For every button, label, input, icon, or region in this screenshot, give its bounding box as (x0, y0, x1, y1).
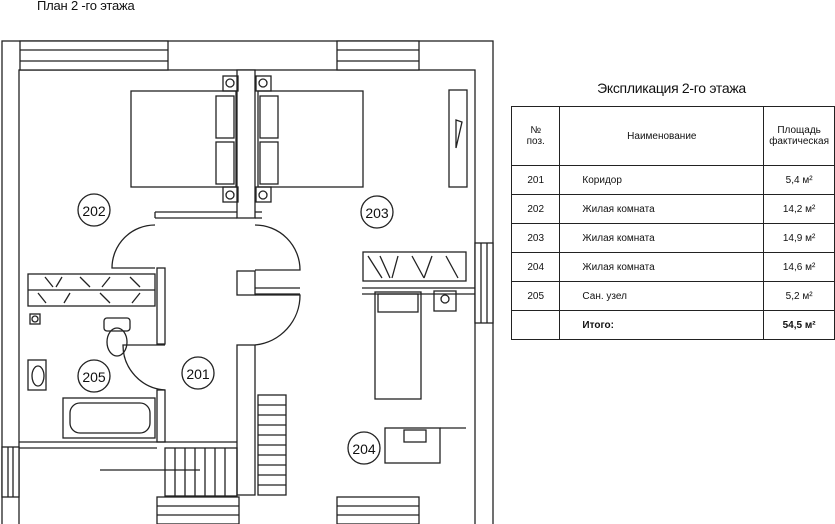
row-name: Сан. узел (559, 281, 765, 311)
row-area: 14,9 м² (763, 223, 835, 253)
table-row: 204 Жилая комната 14,6 м² (510, 252, 835, 282)
table-row: 203 Жилая комната 14,9 м² (510, 223, 835, 253)
row-area: 5,2 м² (763, 281, 835, 311)
table-row: 201 Коридор 5,4 м² (510, 165, 835, 195)
staircase (100, 394, 287, 497)
vent-room-205 (29, 313, 41, 325)
row-name: Жилая комната (559, 223, 765, 253)
wardrobe-room-202 (27, 273, 156, 307)
window-top-left (19, 40, 169, 71)
header-area: Площадь фактическая (763, 106, 835, 166)
row-num: 205 (510, 281, 561, 311)
window-bottom-right (336, 496, 420, 524)
bathtub-room-205 (62, 397, 156, 439)
window-right (474, 242, 494, 324)
toilet-room-205 (103, 317, 131, 357)
floor-plan: 202 203 205 201 204 (1, 40, 494, 524)
table-row: 202 Жилая комната 14,2 м² (510, 194, 835, 224)
row-num: 204 (510, 252, 561, 282)
room-circle-205 (77, 359, 111, 393)
page-title: План 2 -го этажа (37, 0, 135, 13)
wardrobe-room-203 (448, 89, 468, 188)
door-205 (122, 344, 166, 391)
total-area: 54,5 м² (763, 310, 835, 340)
room-label-202: 202 (82, 203, 106, 219)
room-label-204: 204 (352, 441, 376, 457)
row-name: Коридор (559, 165, 765, 195)
room-circle-201 (181, 356, 215, 390)
room-label-203: 203 (365, 205, 389, 221)
room-circle-202 (77, 193, 111, 227)
row-area: 5,4 м² (763, 165, 835, 195)
window-left (1, 446, 20, 498)
door-203 (254, 224, 301, 271)
window-bottom-left (156, 496, 240, 524)
desk-room-204 (384, 427, 466, 464)
explication-title: Экспликация 2-го этажа (597, 80, 746, 96)
door-202 (111, 224, 156, 269)
header-num: № поз. (510, 106, 561, 166)
table-total-row: Итого: 54,5 м² (510, 310, 835, 340)
room-circle-204 (347, 431, 381, 465)
sink-room-205 (27, 359, 47, 391)
explication-table: № поз. Наименование Площадь фактическая … (510, 106, 835, 340)
door-204 (254, 294, 301, 346)
bed-room-203 (255, 75, 364, 203)
partition-corridor-left (156, 389, 166, 443)
row-name: Жилая комната (559, 252, 765, 282)
bed-room-202 (130, 75, 239, 203)
row-area: 14,2 м² (763, 194, 835, 224)
row-area: 14,6 м² (763, 252, 835, 282)
window-top-right (336, 40, 420, 71)
row-num: 202 (510, 194, 561, 224)
row-num: 201 (510, 165, 561, 195)
total-num (510, 310, 561, 340)
partition-central-top (236, 69, 256, 219)
total-label: Итого: (559, 310, 765, 340)
header-name: Наименование (559, 106, 765, 166)
room-label-201: 201 (186, 366, 210, 382)
row-name: Жилая комната (559, 194, 765, 224)
partition-left (156, 267, 166, 345)
partition-center-lower (236, 344, 256, 496)
bed-room-204 (374, 291, 422, 400)
room-circle-203 (360, 195, 394, 229)
partition-center-mid (236, 270, 256, 296)
wardrobe-room-203-bottom (362, 251, 467, 282)
row-num: 203 (510, 223, 561, 253)
boiler-room-204 (433, 290, 457, 312)
table-header-row: № поз. Наименование Площадь фактическая (510, 106, 835, 166)
table-row: 205 Сан. узел 5,2 м² (510, 281, 835, 311)
room-label-205: 205 (82, 369, 106, 385)
